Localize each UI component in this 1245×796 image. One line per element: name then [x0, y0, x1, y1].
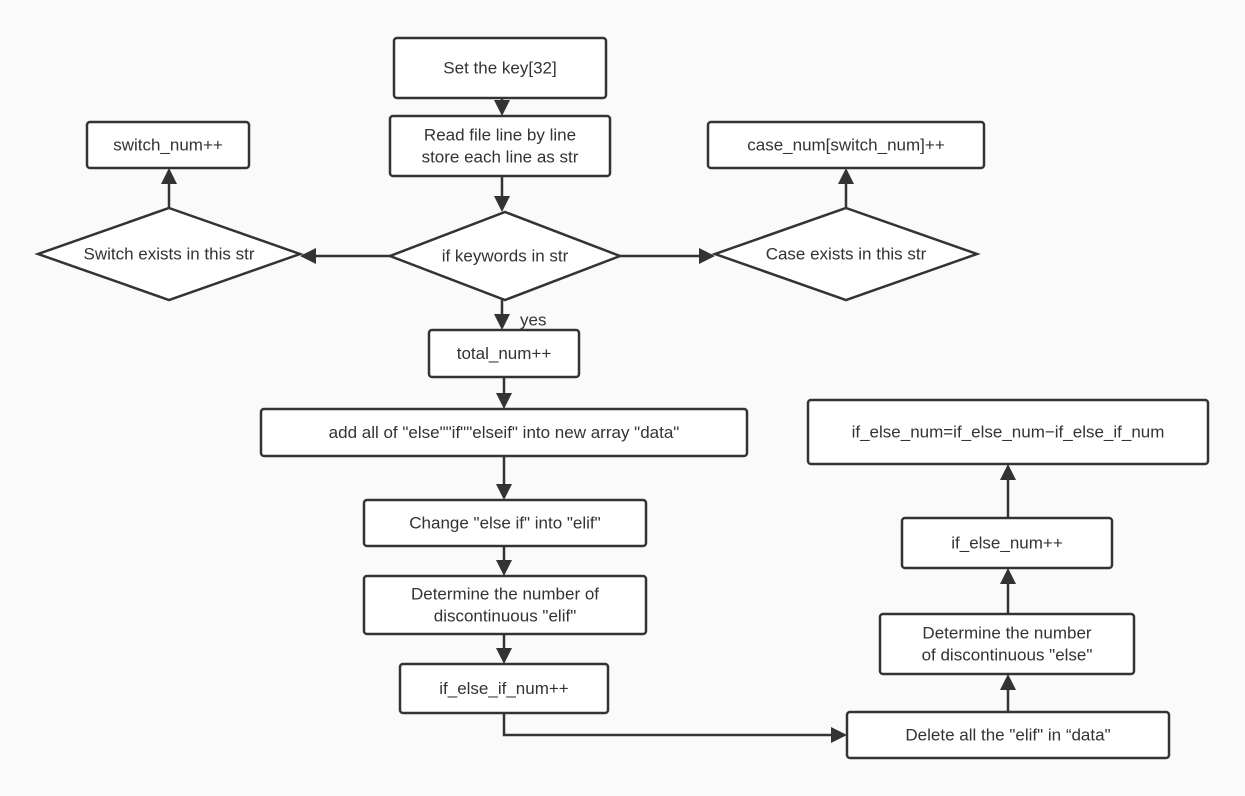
process-box	[900, 516, 1114, 570]
node-label-line: add all of "else""if""elseif" into new a…	[329, 423, 680, 442]
edge-case-exists-to-case-num	[838, 168, 854, 208]
node-label-line: Set the key[32]	[443, 59, 556, 78]
arrowhead	[494, 314, 510, 330]
node-total-num: total_num++	[427, 328, 581, 379]
process-box	[706, 120, 986, 170]
arrowhead	[496, 393, 512, 409]
node-label-line: if_else_if_num++	[439, 679, 569, 698]
node-label-line: store each line as str	[422, 148, 579, 167]
process-box	[398, 662, 610, 715]
arrowhead	[496, 484, 512, 500]
node-label-line: Read file line by line	[424, 126, 576, 145]
connector-line	[502, 713, 835, 737]
node-add-all: add all of "else""if""elseif" into new a…	[259, 407, 749, 458]
edge-if-else-if-num-to-delete-elif	[502, 713, 847, 743]
edge-delete-elif-to-determine-else	[1000, 674, 1016, 712]
node-label-line: total_num++	[457, 344, 552, 363]
node-determine-elif: Determine the number of discontinuous "el…	[362, 574, 648, 636]
node-if-else-num: if_else_num++	[900, 516, 1114, 570]
arrowhead	[1000, 674, 1016, 690]
decision-diamond	[386, 210, 624, 302]
process-box	[259, 407, 749, 458]
node-label-line: of discontinuous "else"	[922, 646, 1093, 665]
arrowhead	[494, 196, 510, 212]
node-label-line: Determine the number	[922, 624, 1091, 643]
node-label-line: Determine the number of	[411, 585, 599, 604]
edge-read-file-to-if-keywords	[494, 176, 510, 212]
process-box	[388, 114, 612, 178]
node-label-line: switch_num++	[113, 136, 223, 155]
node-if-else-calc: if_else_num=if_else_num−if_else_if_num	[806, 398, 1210, 466]
node-label-line: case_num[switch_num]++	[747, 136, 945, 155]
edge-total-num-to-add-all	[496, 377, 512, 409]
node-label-line: Delete all the "elif" in “data"	[905, 726, 1110, 745]
edge-switch-exists-to-switch-num	[161, 168, 177, 208]
node-case-num: case_num[switch_num]++	[706, 120, 986, 170]
node-label-line: if_else_num=if_else_num−if_else_if_num	[852, 423, 1165, 442]
edges-layer: yes	[161, 98, 1016, 743]
arrowhead	[699, 248, 715, 264]
process-box	[392, 36, 608, 100]
node-case-exists: Case exists in this str	[711, 206, 981, 302]
edge-if-keywords-to-case-exists	[620, 248, 715, 264]
edge-change-elif-to-determine-elif	[496, 546, 512, 576]
arrowhead	[831, 727, 847, 743]
node-determine-else: Determine the number of discontinuous "el…	[878, 612, 1136, 676]
edge-determine-else-to-if-else-num	[1000, 568, 1016, 614]
edge-if-else-num-to-if-else-calc	[1000, 464, 1016, 518]
node-if-else-if-num: if_else_if_num++	[398, 662, 610, 715]
arrowhead	[1000, 464, 1016, 480]
node-if-keywords: if keywords in str	[386, 210, 624, 302]
edge-label: yes	[520, 311, 546, 330]
decision-diamond	[711, 206, 981, 302]
arrowhead	[496, 560, 512, 576]
nodes-layer: Set the key[32] Read file line by line sto…	[34, 36, 1210, 760]
process-box	[806, 398, 1210, 466]
edge-determine-elif-to-if-else-if-num	[496, 634, 512, 664]
node-switch-exists: Switch exists in this str	[34, 206, 304, 302]
process-box	[85, 120, 251, 170]
process-box	[845, 710, 1171, 760]
process-box	[427, 328, 581, 379]
arrowhead	[1000, 568, 1016, 584]
edge-add-all-to-change-elif	[496, 456, 512, 500]
edge-set-key-to-read-file	[494, 98, 510, 116]
arrowhead	[496, 648, 512, 664]
node-switch-num: switch_num++	[85, 120, 251, 170]
process-box	[878, 612, 1136, 676]
node-label-line: Switch exists in this str	[84, 245, 255, 264]
arrowhead	[494, 100, 510, 116]
node-read-file: Read file line by line store each line as…	[388, 114, 612, 178]
node-label-line: Case exists in this str	[766, 245, 927, 264]
node-change-elif: Change "else if" into "elif"	[362, 498, 648, 548]
process-box	[362, 498, 648, 548]
node-label-line: if keywords in str	[442, 247, 569, 266]
arrowhead	[838, 168, 854, 184]
node-label-line: Change "else if" into "elif"	[409, 514, 600, 533]
node-delete-elif: Delete all the "elif" in “data"	[845, 710, 1171, 760]
edge-if-keywords-to-switch-exists	[300, 248, 390, 264]
node-set-key: Set the key[32]	[392, 36, 608, 100]
edge-if-keywords-to-total-num: yes	[494, 300, 546, 330]
decision-diamond	[34, 206, 304, 302]
arrowhead	[161, 168, 177, 184]
arrowhead	[300, 248, 316, 264]
process-box	[362, 574, 648, 636]
node-label-line: discontinuous "elif"	[434, 607, 576, 626]
node-label-line: if_else_num++	[951, 534, 1063, 553]
